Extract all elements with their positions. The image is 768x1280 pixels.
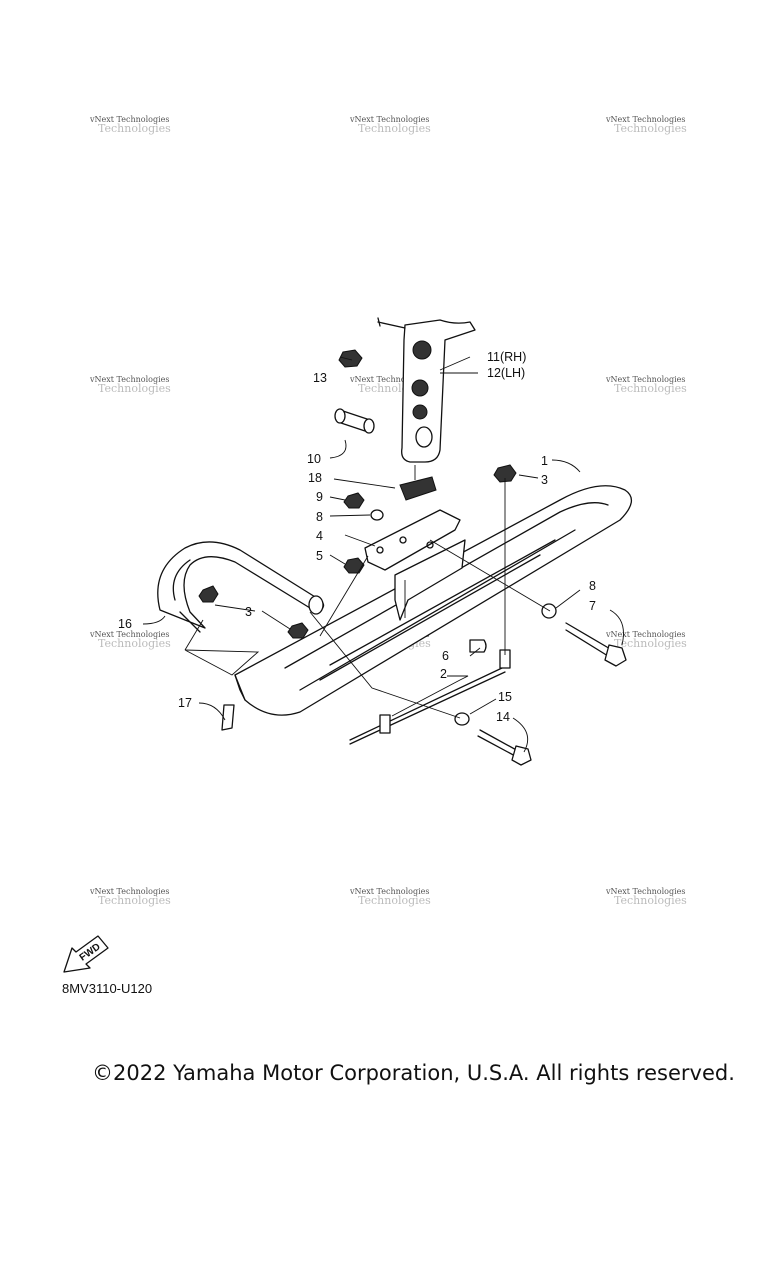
bolt-6 xyxy=(469,639,487,653)
washer-8-right xyxy=(541,603,557,619)
wear-bar xyxy=(349,649,511,745)
watermark-shadow: Technologies xyxy=(98,382,171,395)
callout-labels: 1 2 3 3 4 5 6 7 8 8 9 10 11(RH) 12(LH) 1… xyxy=(118,350,596,724)
nut-5 xyxy=(343,557,365,574)
callout-4: 4 xyxy=(316,529,323,543)
callout-8-right: 8 xyxy=(589,579,596,593)
nut-3-loop xyxy=(198,585,219,603)
nut-3-upper xyxy=(493,464,517,483)
watermark-text: vNext Technologies xyxy=(605,630,685,639)
copyright-notice: ©2022 Yamaha Motor Corporation, U.S.A. A… xyxy=(92,1061,735,1085)
watermark-shadow: Technologies xyxy=(98,122,171,135)
callout-18: 18 xyxy=(308,471,322,485)
callout-16: 16 xyxy=(118,617,132,631)
callout-13: 13 xyxy=(313,371,327,385)
callout-1: 1 xyxy=(541,454,548,468)
callout-2: 2 xyxy=(440,667,447,681)
callout-6: 6 xyxy=(442,649,449,663)
nut-3-lower xyxy=(287,622,309,639)
callout-14: 14 xyxy=(496,710,510,724)
watermark-shadow: Technologies xyxy=(614,382,687,395)
bolt-7 xyxy=(565,622,627,667)
damper xyxy=(399,476,437,501)
callout-12-lh: 12(LH) xyxy=(487,366,525,380)
watermark-text: vNext Technologies xyxy=(605,375,685,384)
ski-body xyxy=(234,485,632,716)
watermark-shadow: Technologies xyxy=(358,894,431,907)
watermark-text: vNext Technologies xyxy=(89,115,169,124)
washer-15 xyxy=(454,712,470,726)
ski-loop-handle xyxy=(157,541,325,633)
watermark-text: vNext Technologies xyxy=(605,887,685,896)
watermark-text: vNext Technologies xyxy=(605,115,685,124)
watermark-text: vNext Technologies xyxy=(89,630,169,639)
watermark-shadow: Technologies xyxy=(614,637,687,650)
watermark-text: vNext Technologies xyxy=(89,375,169,384)
watermark-text: vNext Technologies xyxy=(349,115,429,124)
callout-3-upper: 3 xyxy=(541,473,548,487)
callout-15: 15 xyxy=(498,690,512,704)
nut-13 xyxy=(338,349,363,368)
watermark-shadow: Technologies xyxy=(98,894,171,907)
callout-11-rh: 11(RH) xyxy=(487,350,526,364)
washer-8 xyxy=(370,509,384,521)
nut-9 xyxy=(343,492,365,509)
callout-8-left: 8 xyxy=(316,510,323,524)
watermark-shadow: Technologies xyxy=(614,122,687,135)
bushing xyxy=(334,408,375,434)
watermark-text: vNext Technologies xyxy=(89,887,169,896)
fwd-arrow-icon: FWD xyxy=(63,935,109,973)
leader-lines xyxy=(142,356,624,753)
callout-3-lower: 3 xyxy=(245,605,252,619)
watermark-group: Technologies vNext Technologies Technolo… xyxy=(89,115,687,907)
screw-17 xyxy=(221,704,235,731)
callout-9: 9 xyxy=(316,490,323,504)
callout-10: 10 xyxy=(307,452,321,466)
watermark-shadow: Technologies xyxy=(98,637,171,650)
watermark-shadow: Technologies xyxy=(358,122,431,135)
ski-bracket xyxy=(364,509,466,621)
watermark-shadow: Technologies xyxy=(614,894,687,907)
callout-5: 5 xyxy=(316,549,323,563)
callout-17: 17 xyxy=(178,696,192,710)
diagram-code: 8MV3110-U120 xyxy=(62,981,153,996)
watermark-text: vNext Technologies xyxy=(349,887,429,896)
callout-7: 7 xyxy=(589,599,596,613)
watermark-text: vNext Technologies xyxy=(349,375,429,384)
loop-handle-end xyxy=(308,595,324,615)
ski-spindle xyxy=(377,317,476,463)
bolt-14 xyxy=(477,729,532,766)
